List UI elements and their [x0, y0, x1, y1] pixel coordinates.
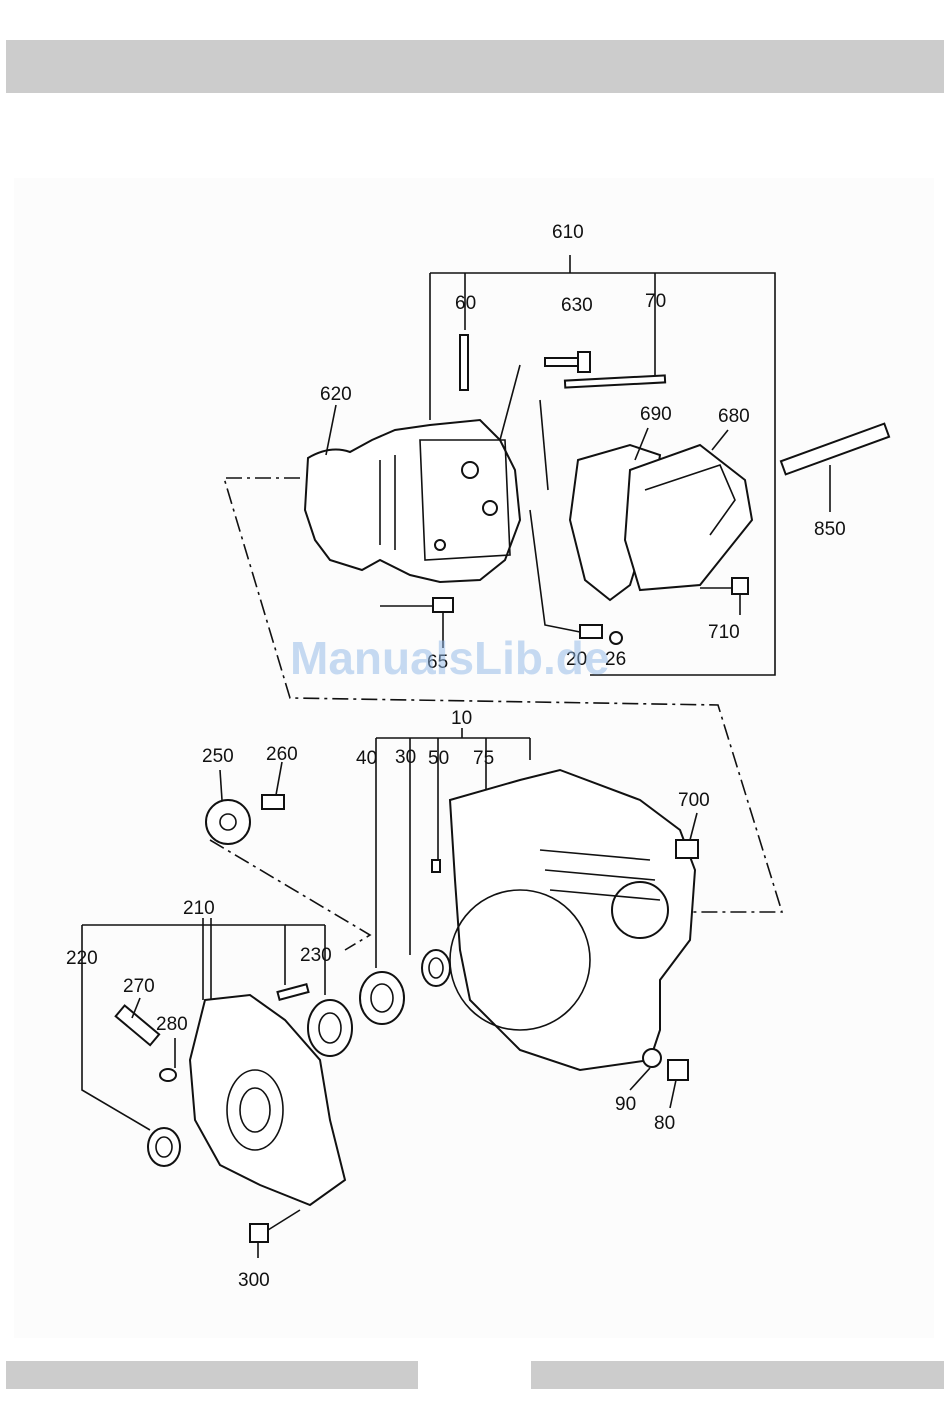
label-30: 30: [395, 747, 416, 768]
label-710: 710: [708, 622, 740, 643]
governor-gear-250: [206, 800, 250, 844]
label-620: 620: [320, 384, 352, 405]
watermark: ManualsLib.de: [290, 632, 609, 684]
label-270: 270: [123, 976, 155, 997]
label-230: 230: [300, 945, 332, 966]
label-70: 70: [645, 291, 666, 312]
label-220: 220: [66, 948, 98, 969]
bearing-230: [308, 1000, 352, 1056]
oil-seal-30: [422, 950, 450, 986]
label-50: 50: [428, 748, 449, 769]
oil-seal-220: [148, 1128, 180, 1166]
cylinder-head: [305, 420, 520, 582]
label-40: 40: [356, 748, 377, 769]
o-ring-280: [160, 1069, 176, 1081]
label-80: 80: [654, 1113, 675, 1134]
label-300: 300: [238, 1270, 270, 1291]
plug-80: [668, 1060, 688, 1080]
footer-bar-right: [531, 1361, 944, 1389]
bolt-710: [700, 578, 748, 615]
label-90: 90: [615, 1094, 636, 1115]
label-690: 690: [640, 404, 672, 425]
crankcase-10: [450, 770, 695, 1070]
dowel-700: [676, 840, 698, 858]
label-610: 610: [552, 222, 584, 243]
pin-50: [432, 860, 440, 872]
clip-26: [610, 632, 622, 644]
label-210: 210: [183, 898, 215, 919]
label-700: 700: [678, 790, 710, 811]
oil-sensor-270: [116, 1005, 159, 1045]
label-280: 280: [156, 1014, 188, 1035]
pin-260: [262, 795, 284, 809]
part-labels: 610 60 630 70 620 690 680 850 710 65 20 …: [66, 222, 846, 1291]
label-630: 630: [561, 295, 593, 316]
label-680: 680: [718, 406, 750, 427]
stud-60: [460, 335, 468, 390]
bolt-630: [500, 352, 590, 440]
bolt-300: [250, 1224, 268, 1242]
label-250: 250: [202, 746, 234, 767]
label-75: 75: [473, 748, 494, 769]
bolt-230: [277, 984, 308, 999]
bearing-40: [360, 972, 404, 1024]
washer-90: [643, 1049, 661, 1067]
cover-680: [625, 445, 752, 590]
footer-bar-left: [6, 1361, 418, 1389]
label-260: 260: [266, 744, 298, 765]
label-60: 60: [455, 293, 476, 314]
pushrod-850: [781, 424, 889, 512]
label-850: 850: [814, 519, 846, 540]
label-10: 10: [451, 708, 472, 729]
